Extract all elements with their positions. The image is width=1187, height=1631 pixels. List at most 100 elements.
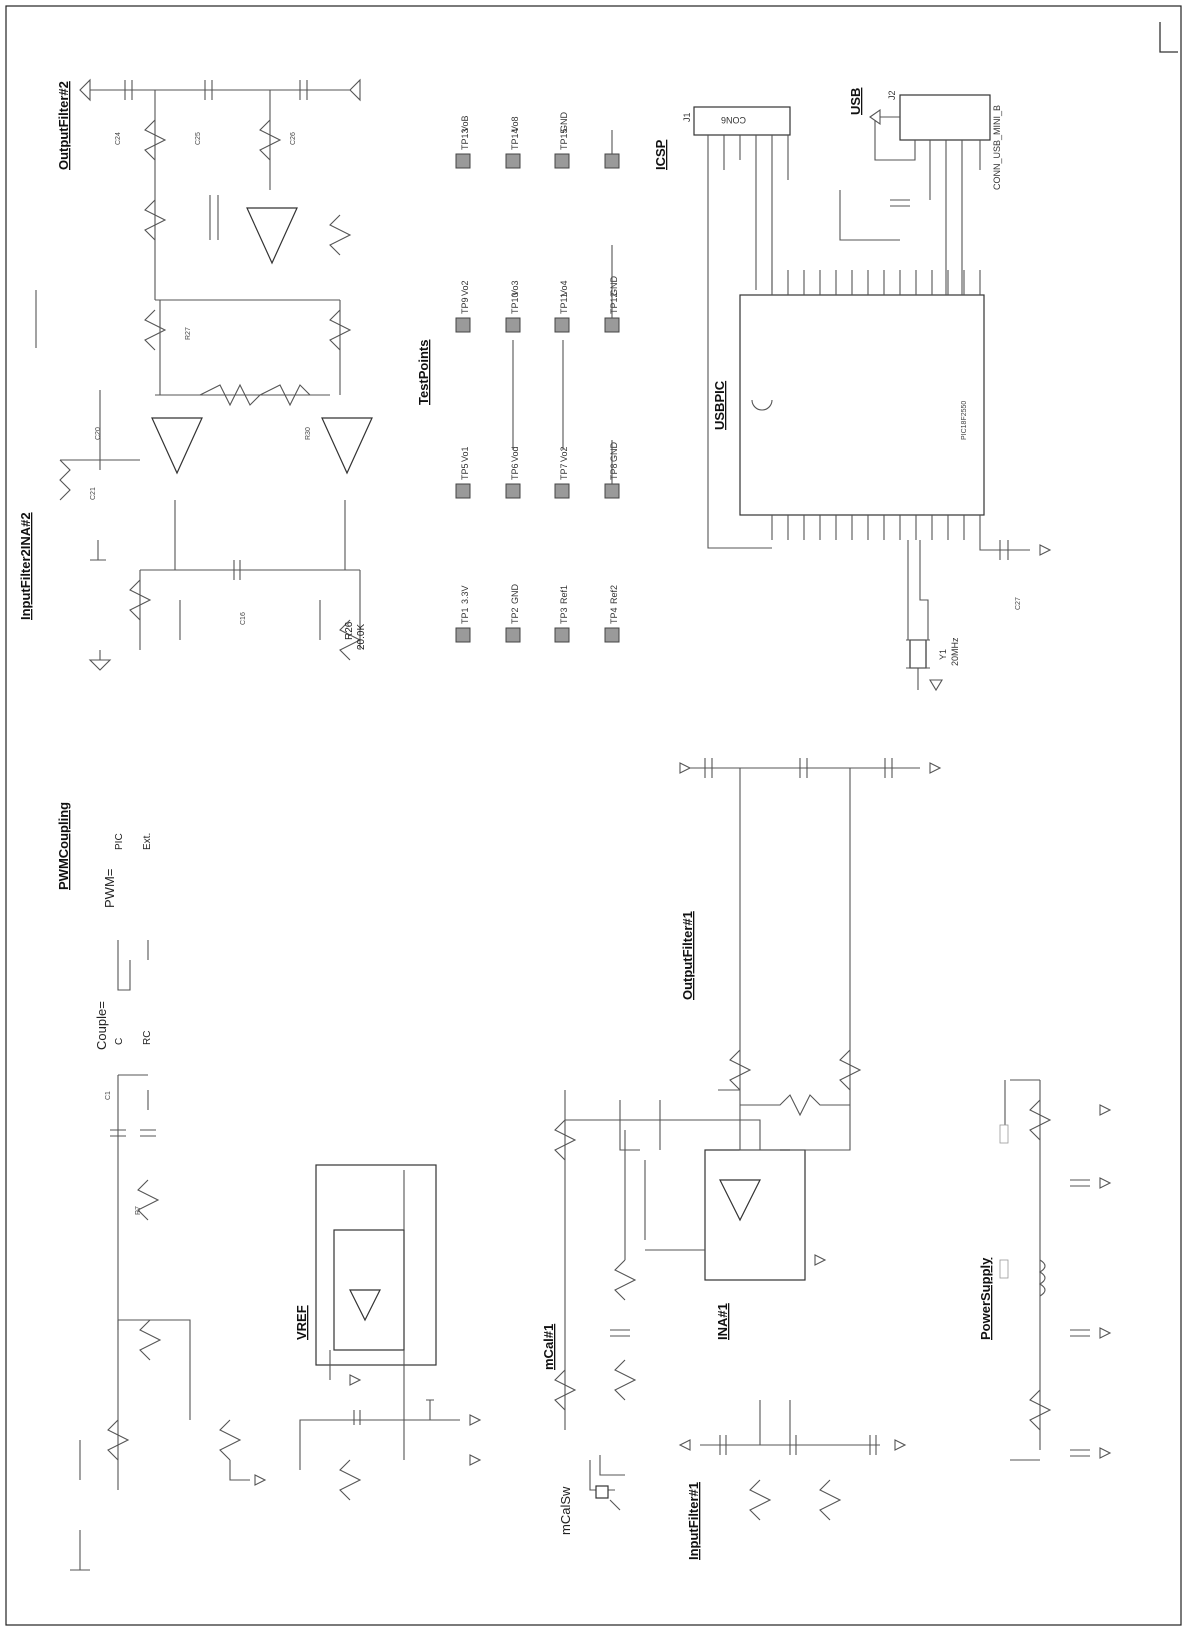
resistor-r33: [144, 199, 167, 241]
test-point[interactable]: TP6 Vod: [505, 446, 521, 499]
test-point[interactable]: TP1 3.3V: [455, 585, 471, 643]
section-vref: VREF: [294, 1305, 309, 1340]
mcalsw-label: mCalSw: [558, 1486, 573, 1535]
test-point-net: GND: [609, 442, 619, 463]
resistor-r7: [137, 1179, 160, 1221]
couple-label: Couple=: [94, 1001, 109, 1050]
test-point[interactable]: TP9 Vo2: [455, 280, 471, 333]
c16-label: C16: [240, 612, 247, 625]
section-usbpic: USBPIC: [712, 380, 727, 430]
ina1-block: mCal#1 mCalSw InputFilter#1 INA#1: [541, 1090, 907, 1560]
resistor-r6: [219, 1419, 250, 1481]
output-filter-1-resistors: [729, 1049, 862, 1091]
j1-ref: J1: [682, 112, 692, 122]
test-point[interactable]: TP13 VoB: [455, 115, 471, 169]
cap-c27: [979, 540, 1052, 560]
c24-label: C24: [115, 132, 122, 145]
power-port-2: [999, 1259, 1009, 1279]
mcal-switch-body[interactable]: [595, 1485, 609, 1499]
output-filter-1-block: OutputFilter#1: [679, 758, 942, 1151]
test-point-pad: [604, 317, 620, 333]
connector-j1: [693, 106, 791, 136]
section-usb: USB: [848, 88, 863, 115]
test-point-pad: [455, 483, 471, 499]
test-point-pad: [455, 317, 471, 333]
chip-notch: [751, 399, 773, 411]
resistor-r25: [59, 459, 71, 501]
chip-part: PIC18F2550: [961, 401, 968, 440]
test-point-pad: [505, 483, 521, 499]
c21-label: C21: [90, 487, 97, 500]
test-point[interactable]: TP10 Vo3: [505, 280, 521, 333]
c20-label: C20: [95, 427, 102, 440]
test-point-ref: TP3: [559, 607, 569, 624]
pwm-wires: [117, 940, 149, 1490]
cap-c22-c23: [209, 195, 219, 240]
crystal-y1: [909, 639, 927, 669]
input-filter-2-ina-2-block: InputFilter2INA#2 R26 20.0K C20 C21 C16 …: [18, 300, 373, 671]
test-point-net: 3.3V: [460, 585, 470, 604]
test-point-net: Ref2: [609, 585, 619, 604]
resistors-r14-r15: [614, 1259, 637, 1401]
test-point[interactable]: TP3 Ref1: [554, 585, 570, 643]
section-input-filter-2-ina-2: InputFilter2INA#2: [18, 512, 33, 620]
resistor-r35: [144, 119, 167, 161]
ina2-wires: [60, 300, 341, 470]
resistor-r36: [259, 119, 282, 161]
r30-label: R30: [305, 427, 312, 440]
test-point[interactable]: TP2 GND: [505, 584, 521, 643]
resistor-r26-shape: [339, 619, 362, 661]
output-filter-2-wires: [90, 89, 350, 301]
test-points-block: TestPoints TP1 3.3V TP2 GND TP3 Ref1 TP4…: [416, 112, 620, 643]
y1-value: 20MHz: [950, 637, 960, 666]
test-point[interactable]: TP14 Vo8: [505, 116, 521, 169]
resistor-r34: [329, 214, 352, 256]
test-point-ref: TP2: [510, 607, 520, 624]
test-point[interactable]: TP15 GND: [554, 112, 570, 169]
test-point-ref: TP8: [609, 463, 619, 480]
test-point-pad: [455, 627, 471, 643]
couple-opt-rc: RC: [142, 1031, 153, 1045]
test-point-ref: TP1: [460, 607, 470, 624]
input-caps-2: [179, 600, 321, 640]
j1-value: CON6: [721, 115, 746, 125]
usb-wires: [874, 116, 981, 295]
pwm-coupling-block: PWMCoupling PWM= PIC Ext. Couple= C RC C…: [56, 802, 267, 1571]
test-point[interactable]: TP4 Ref2: [604, 585, 620, 643]
test-point-pad: [455, 153, 471, 169]
c1-label: C1: [105, 1091, 112, 1100]
test-point[interactable]: TP11 Vo4: [554, 280, 570, 333]
section-pwm-coupling: PWMCoupling: [56, 802, 71, 890]
output-filter-2-block: OutputFilter#2 C24 C25 C26: [56, 78, 361, 351]
vref-wires: [320, 1170, 460, 1460]
crystal-wires: [906, 540, 930, 690]
output-filter-1-caps: [704, 758, 893, 778]
connector-j2: [899, 94, 991, 141]
opamp-u4: [246, 207, 298, 265]
section-mcal-1: mCal#1: [541, 1324, 556, 1370]
r26-value: 20.0K: [356, 624, 367, 650]
resistor-r12: [554, 1369, 577, 1411]
test-point-pad: [604, 483, 620, 499]
test-point-ref: TP15: [559, 128, 569, 150]
chip-u8: [704, 1149, 806, 1281]
resistor-r32: [329, 309, 352, 351]
vref-gnd: [469, 1414, 482, 1466]
test-point-ref: TP14: [510, 128, 520, 150]
vref-caps: [353, 1399, 435, 1425]
test-point[interactable]: TP12 GND: [604, 276, 620, 333]
test-point-ref: TP5: [460, 463, 470, 480]
power-gnd: [1099, 1104, 1112, 1459]
pwm-opt-pic: PIC: [114, 833, 125, 850]
test-point-pad: [554, 153, 570, 169]
test-point[interactable]: TP7 Vo2: [554, 446, 570, 499]
chip-pins-bottom: [771, 515, 981, 540]
usb-gnd: [869, 108, 881, 126]
cap-c25: [839, 190, 910, 241]
test-point-net: GND: [510, 584, 520, 605]
sheet-frame: [5, 5, 1182, 1626]
gnd-symbols-ina2: [88, 540, 112, 671]
inductor-l1: [1038, 1259, 1046, 1297]
test-point[interactable]: TP5 Vo1: [455, 446, 471, 499]
test-point-net: Vo3: [510, 280, 520, 296]
